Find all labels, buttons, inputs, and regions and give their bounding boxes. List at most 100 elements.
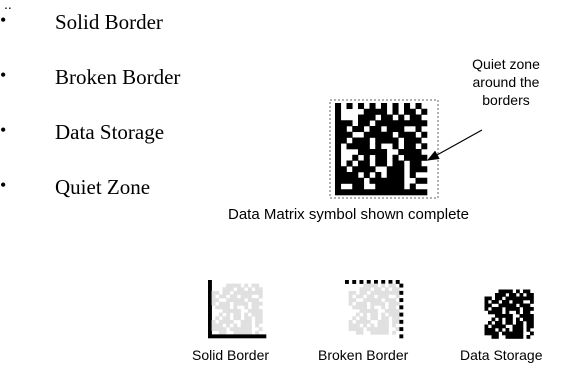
matrix-module — [363, 172, 370, 179]
matrix-module — [421, 177, 428, 184]
matrix-module — [409, 137, 416, 144]
matrix-module — [523, 303, 527, 308]
matrix-module — [340, 131, 347, 138]
matrix-module — [359, 330, 364, 335]
matrix-module — [392, 154, 399, 161]
matrix-module — [355, 312, 360, 317]
matrix-module — [258, 309, 263, 313]
matrix-module — [244, 327, 249, 332]
matrix-module — [395, 290, 400, 295]
matrix-module — [381, 149, 388, 156]
matrix-module — [345, 280, 349, 284]
matrix-module — [352, 290, 357, 295]
matrix-module — [346, 172, 353, 179]
matrix-module — [352, 189, 359, 196]
matrix-module — [377, 323, 382, 328]
matrix-module — [388, 298, 393, 303]
matrix-module — [386, 177, 393, 184]
matrix-module — [530, 307, 534, 311]
matrix-module — [363, 189, 370, 196]
bullet-broken-border: • Broken Border — [0, 65, 300, 95]
matrix-module — [377, 294, 382, 299]
matrix-module — [509, 289, 513, 294]
matrix-module — [386, 137, 393, 144]
matrix-module — [255, 316, 260, 321]
matrix-module — [395, 280, 400, 284]
matrix-module — [530, 324, 534, 329]
matrix-module — [399, 319, 404, 324]
matrix-module — [395, 316, 400, 321]
matrix-module — [363, 290, 368, 295]
matrix-module — [381, 316, 386, 321]
matrix-module — [512, 293, 517, 297]
matrix-module — [335, 154, 342, 161]
matrix-module — [222, 294, 227, 299]
matrix-module — [258, 316, 263, 321]
matrix-module — [502, 331, 506, 336]
matrix-module — [421, 143, 428, 150]
matrix-module — [369, 149, 376, 156]
matrix-module — [374, 280, 378, 284]
matrix-module — [509, 321, 513, 325]
matrix-module — [519, 331, 524, 336]
matrix-module — [526, 335, 531, 339]
matrix-module — [233, 330, 238, 335]
matrix-module — [255, 305, 260, 310]
matrix-module — [363, 312, 368, 317]
matrix-module — [516, 307, 520, 311]
matrix-module — [359, 319, 364, 324]
matrix-module — [415, 120, 422, 127]
matrix-module — [505, 310, 510, 315]
matrix-module — [215, 334, 220, 339]
matrix-module — [484, 303, 489, 308]
matrix-module — [208, 283, 212, 288]
matrix-module — [409, 114, 416, 121]
matrix-module — [247, 290, 252, 295]
matrix-module — [233, 301, 238, 306]
matrix-module — [355, 319, 360, 324]
matrix-module — [519, 303, 524, 308]
matrix-module — [240, 334, 245, 339]
bullet-dot: • — [0, 120, 7, 140]
matrix-module — [247, 334, 252, 339]
matrix-module — [211, 327, 216, 332]
matrix-module — [399, 305, 404, 310]
matrix-module — [495, 335, 499, 339]
matrix-module — [392, 305, 397, 310]
matrix-module — [363, 154, 370, 161]
matrix-module — [386, 131, 393, 138]
matrix-module — [415, 126, 422, 133]
matrix-module — [399, 290, 404, 295]
matrix-module — [262, 334, 267, 339]
matrix-module — [363, 114, 370, 121]
matrix-module — [526, 317, 531, 322]
matrix-module — [502, 303, 506, 308]
matrix-module — [229, 327, 234, 332]
matrix-module — [247, 323, 252, 328]
matrix-module — [369, 108, 376, 115]
matrix-module — [392, 312, 397, 317]
matrix-module — [377, 327, 382, 332]
matrix-module — [409, 131, 416, 138]
matrix-module — [335, 143, 342, 150]
matrix-module — [258, 290, 263, 295]
matrix-module — [363, 316, 368, 321]
matrix-module — [409, 108, 416, 115]
matrix-module — [409, 120, 416, 127]
matrix-module — [375, 177, 382, 184]
matrix-module — [352, 154, 359, 161]
matrix-module — [237, 298, 241, 303]
matrix-module — [208, 334, 212, 339]
matrix-module — [226, 283, 231, 288]
matrix-module — [404, 149, 411, 156]
matrix-module — [244, 294, 249, 299]
matrix-module — [233, 316, 238, 321]
matrix-module — [374, 327, 378, 332]
matrix-module — [516, 324, 520, 329]
matrix-module — [335, 177, 342, 184]
matrix-module — [352, 183, 359, 190]
matrix-module — [384, 290, 389, 295]
matrix-module — [381, 305, 386, 310]
matrix-module — [237, 316, 241, 321]
